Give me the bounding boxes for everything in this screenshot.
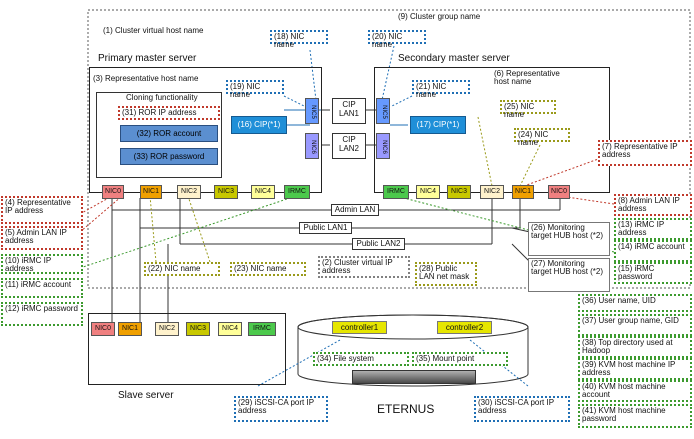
label-14-irmc-account: (14) iRMC account [614,240,692,262]
label-12-irmc-password: (12) iRMC password [1,302,83,326]
label-39-kvm-ip: (39) KVM host machine IP address [578,358,692,380]
nic-name-21: (21) NIC name [412,80,470,99]
label-5-admin-lan-ip: (5) Admin LAN IP address [1,226,83,250]
primary-irmc: IRMC [284,185,310,199]
primary-nic5: NIC5 [305,98,319,124]
secondary-nic2: NIC2 [480,185,504,199]
eternus-label: ETERNUS [377,402,435,416]
label-29-iscsi-port: (29) iSCSI-CA port IP address [234,396,328,422]
label-27-monitoring-hub: (27) Monitoring target HUB host (*2) [528,258,610,292]
slave-server [88,313,286,385]
label-26-monitoring-hub: (26) Monitoring target HUB host (*2) [528,222,610,256]
label-10-irmc-ip: (10) iRMC IP address [1,254,83,274]
label-34-file-system: (34) File system [313,352,409,366]
public-lan1: Public LAN1 [299,222,352,234]
label-22-nic-name: (22) NIC name [144,262,220,276]
label-41-kvm-password: (41) KVM host machine password [578,404,692,428]
cip-17: (17) CIP(*1) [410,116,466,134]
ror-ip-address: (31) ROR IP address [118,106,220,120]
secondary-nic6-label: NIC6 [380,140,387,154]
label-35-mount-point: (35) Mount point [412,352,508,366]
primary-master-server [89,67,322,193]
primary-nic5-label: NIC5 [309,105,316,119]
primary-nic0: NIC0 [102,185,124,199]
slave-nic2: NIC2 [155,322,179,336]
cip-lan2: CIP LAN2 [332,133,366,159]
slave-irmc: IRMC [248,322,276,336]
public-lan2: Public LAN2 [352,238,405,250]
slave-nic4: NIC4 [218,322,242,336]
label-4-representative-ip: (4) Representative IP address [1,196,83,224]
nic-name-20: (20) NIC name [368,30,426,49]
slave-server-title: Slave server [118,390,174,401]
nic-name-25: (25) NIC name [500,100,556,119]
admin-lan: Admin LAN [331,204,379,216]
cluster-virtual-host-name: (1) Cluster virtual host name [103,26,204,35]
primary-nic6-label: NIC6 [309,140,316,154]
label-40-kvm-account: (40) KVM host machine account [578,380,692,402]
slave-nic3: NIC3 [186,322,210,336]
controller1: controller1 [332,321,387,334]
primary-nic2: NIC2 [177,185,201,199]
primary-nic4: NIC4 [251,185,275,199]
nic-name-24: (24) NIC name [514,128,570,147]
label-11-irmc-account: (11) iRMC account [1,278,83,298]
ror-account: (32) ROR account [120,125,218,142]
cip-lan1: CIP LAN1 [332,98,366,124]
primary-master-title: Primary master server [98,53,197,64]
secondary-rep-host-name: (6) Representative host name [494,69,560,87]
label-38-top-directory: (38) Top directory used at Hadoop [578,336,692,358]
ror-password: (33) ROR password [120,148,218,165]
label-2-cluster-virtual-ip: (2) Cluster virtual IP address [318,256,410,278]
secondary-nic5: NIC5 [376,98,390,124]
label-7-representative-ip: (7) Representative IP address [598,140,692,166]
cip-16: (16) CIP(*1) [231,116,287,134]
secondary-nic1: NIC1 [512,185,534,199]
primary-nic1: NIC1 [140,185,162,199]
secondary-nic3: NIC3 [447,185,471,199]
label-28-public-lan-netmask: (28) Public LAN net mask [415,262,477,286]
slave-nic0: NIC0 [91,322,115,336]
cluster-group-name: (9) Cluster group name [398,12,481,21]
label-15-irmc-password: (15) iRMC password [614,262,692,284]
secondary-nic6: NIC6 [376,133,390,159]
label-37-user-group-gid: (37) User group name, GID [578,314,692,336]
label-36-user-name-uid: (36) User name, UID [578,294,692,312]
controller2: controller2 [437,321,492,334]
primary-rep-host-name: (3) Representative host name [93,74,199,83]
slave-nic1: NIC1 [118,322,142,336]
secondary-nic0: NIC0 [548,185,570,199]
secondary-nic4: NIC4 [416,185,440,199]
cloning-functionality-box [96,92,222,178]
secondary-irmc: IRMC [383,185,409,199]
eternus-device-image [352,370,476,384]
primary-nic3: NIC3 [214,185,238,199]
label-8-admin-lan-ip: (8) Admin LAN IP address [614,194,692,216]
secondary-nic5-label: NIC5 [380,105,387,119]
nic-name-18: (18) NIC name [270,30,328,49]
secondary-master-title: Secondary master server [398,53,510,64]
nic-name-19: (19) NIC name [226,80,284,99]
cloning-functionality-title: Cloning functionality [126,93,198,102]
primary-nic6: NIC6 [305,133,319,159]
label-13-irmc-ip: (13) iRMC IP address [614,218,692,240]
label-23-nic-name: (23) NIC name [230,262,306,276]
label-30-iscsi-port: (30) iSCSI-CA port IP address [474,396,570,422]
